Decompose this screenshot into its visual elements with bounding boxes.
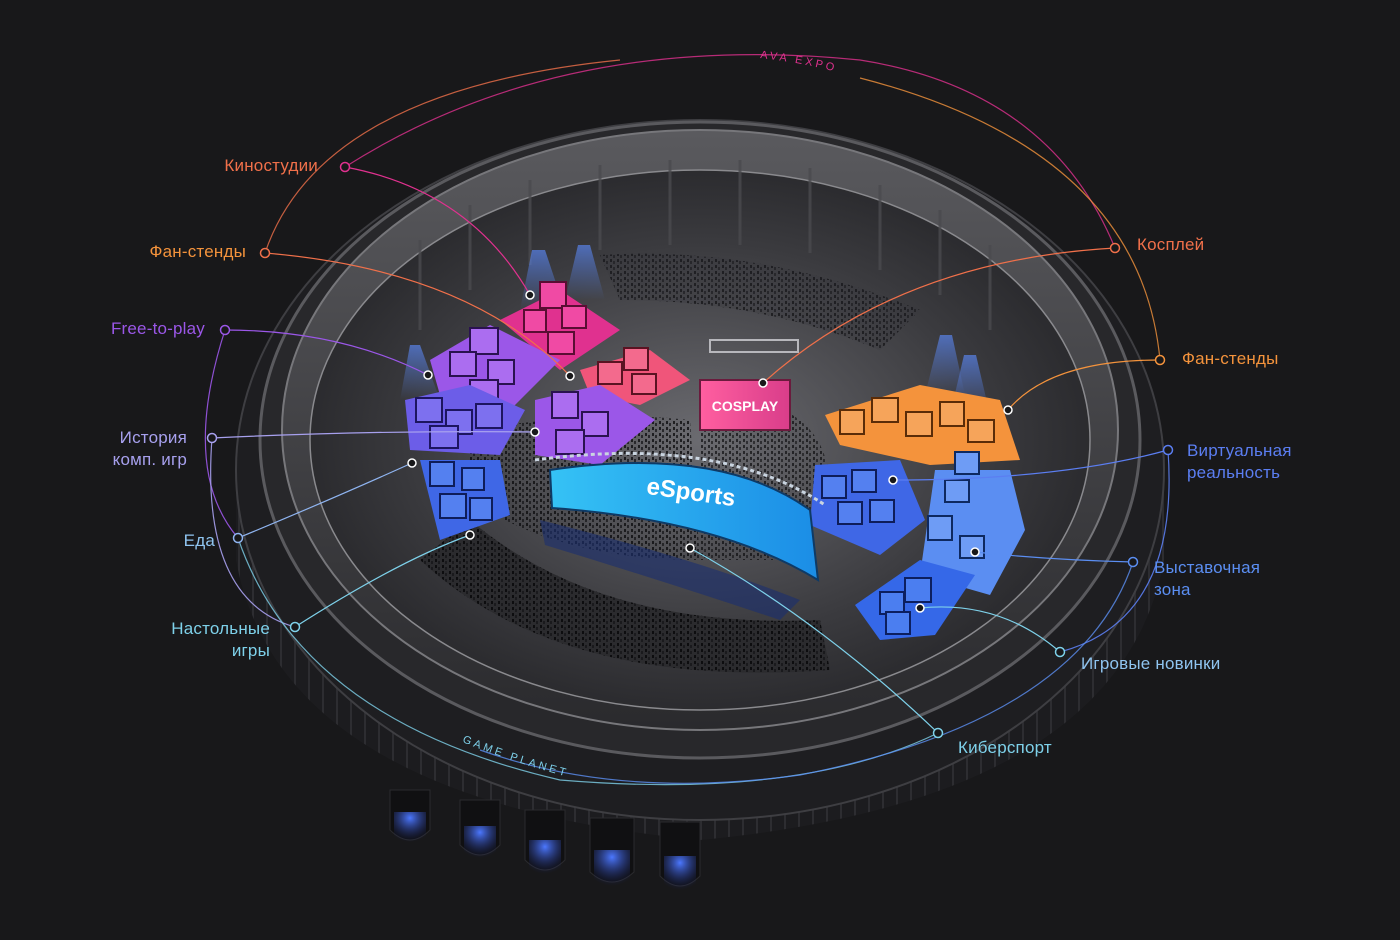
cosplay-screen-text: COSPLAY <box>712 398 779 414</box>
label-cosplay: Косплей <box>1137 235 1205 254</box>
label-food: Еда <box>183 531 215 550</box>
label-fan-stands-left: Фан-стенды <box>149 242 246 261</box>
label-game-history: История комп. игр <box>112 428 187 469</box>
zone-new-games <box>855 560 975 640</box>
label-cybersport: Киберспорт <box>958 738 1052 757</box>
label-fan-stands-right: Фан-стенды <box>1182 349 1279 368</box>
label-free-to-play: Free-to-play <box>110 319 205 338</box>
leader-lines <box>211 166 1169 734</box>
zone-food <box>420 460 510 540</box>
zone-esports: eSports <box>534 451 826 620</box>
zone-virtual-reality <box>810 460 925 555</box>
label-nodes <box>206 161 1174 739</box>
connector-arcs <box>204 54 1170 786</box>
label-virtual-reality: Виртуальная реальность <box>1187 441 1292 482</box>
label-kinostudii: Киностудии <box>224 156 318 175</box>
arc-title-top: AVA EXPO <box>760 49 839 75</box>
label-board-games: Настольные игры <box>171 619 270 660</box>
label-new-games: Игровые новинки <box>1081 654 1221 673</box>
label-exhibition-zone: Выставочная зона <box>1154 558 1261 599</box>
zone-exhibition <box>920 451 1025 595</box>
zone-game-history <box>405 385 655 465</box>
zone-fan-stands-right <box>825 385 1020 465</box>
entrance-tunnels <box>389 789 701 890</box>
zone-kinostudii <box>500 281 620 370</box>
zone-cosplay: COSPLAY <box>699 339 799 431</box>
